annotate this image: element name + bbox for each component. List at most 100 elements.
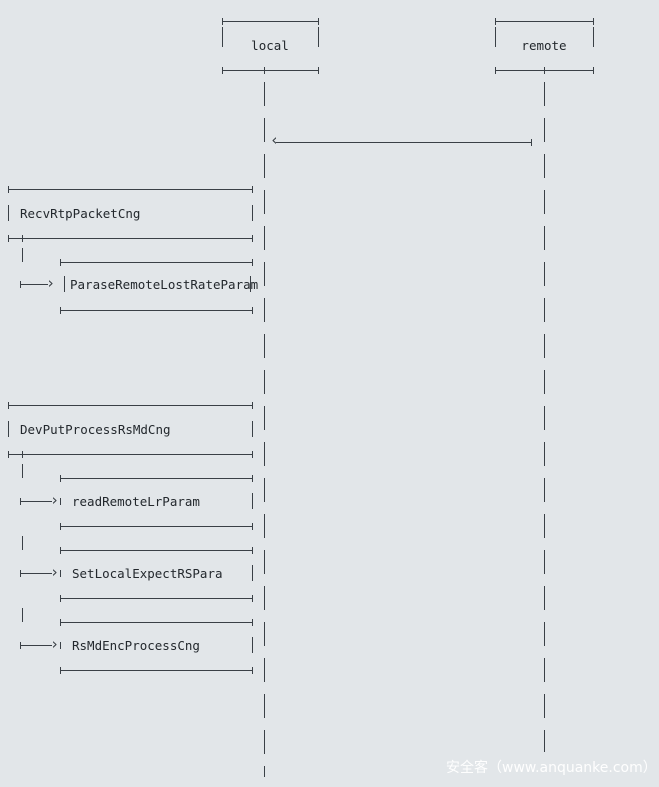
lifeline-local [264, 82, 265, 106]
activation-top-a1 [8, 189, 252, 190]
lifeline-local [264, 622, 265, 646]
activation-top-a4 [60, 478, 252, 479]
lifeline-remote [544, 226, 545, 250]
lifeline-local [264, 514, 265, 538]
call-arrow-line-a2 [20, 284, 48, 285]
lifeline-local [264, 190, 265, 214]
lifeline-remote [544, 154, 545, 178]
lifeline-local [264, 586, 265, 610]
call-arrowhead-a5: › [50, 563, 60, 581]
activation-rail-stub-a4 [22, 464, 23, 478]
activation-rail-stub-a2 [22, 248, 23, 262]
activation-top-a2 [60, 262, 252, 263]
activation-corner-a2 [252, 307, 253, 314]
activation-corner-a4 [252, 523, 253, 530]
activation-bottom-a6 [60, 670, 252, 671]
participant-corner-remote [495, 18, 496, 25]
activation-bottom-a4 [60, 526, 252, 527]
participant-box-left-remote [495, 27, 496, 47]
activation-label-a6: RsMdEncProcessCng [72, 638, 200, 653]
activation-corner-a5 [60, 595, 61, 602]
activation-bottom-tick-a3 [22, 451, 23, 458]
activation-corner-a5 [252, 547, 253, 554]
activation-corner-a1 [8, 235, 9, 242]
participant-box-right-remote [593, 27, 594, 47]
activation-corner-a6 [60, 667, 61, 674]
participant-lifeline-tick-local [264, 67, 265, 74]
activation-top-a3 [8, 405, 252, 406]
call-arrow-tail-a5 [20, 570, 21, 577]
lifeline-remote [544, 370, 545, 394]
activation-wall-right-a3 [252, 421, 253, 437]
activation-corner-a1 [8, 186, 9, 193]
lifeline-remote [544, 298, 545, 322]
activation-corner-a2 [60, 259, 61, 266]
lifeline-remote [544, 514, 545, 538]
participant-corner-remote [495, 67, 496, 74]
activation-corner-a4 [252, 475, 253, 482]
lifeline-local [264, 298, 265, 322]
call-arrowhead-a4: › [50, 491, 60, 509]
message-line-m1 [276, 142, 531, 143]
lifeline-remote [544, 586, 545, 610]
activation-bottom-a1 [8, 238, 252, 239]
message-tail-m1 [531, 139, 532, 146]
lifeline-remote [544, 550, 545, 574]
activation-entry-tick-a4 [60, 498, 61, 505]
activation-bottom-a3 [8, 454, 252, 455]
lifeline-remote [544, 334, 545, 358]
lifeline-local [264, 730, 265, 754]
call-arrow-tail-a4 [20, 498, 21, 505]
lifeline-local [264, 478, 265, 502]
lifeline-local [264, 550, 265, 574]
lifeline-remote [544, 406, 545, 430]
lifeline-remote [544, 442, 545, 466]
watermark-text: 安全客（www.anquanke.com） [446, 760, 657, 776]
activation-bottom-tick-a1 [22, 235, 23, 242]
participant-corner-remote [593, 67, 594, 74]
activation-corner-a2 [60, 307, 61, 314]
participant-corner-local [222, 67, 223, 74]
call-arrow-tail-a6 [20, 642, 21, 649]
activation-corner-a1 [252, 235, 253, 242]
call-arrow-line-a4 [20, 501, 52, 502]
lifeline-remote [544, 622, 545, 646]
lifeline-local [264, 262, 265, 286]
activation-label-a3: DevPutProcessRsMdCng [20, 422, 171, 437]
activation-wall-left-a1 [8, 205, 9, 221]
lifeline-remote [544, 658, 545, 682]
lifeline-remote [544, 82, 545, 106]
activation-wall-left-a2 [64, 276, 65, 292]
lifeline-remote [544, 262, 545, 286]
lifeline-remote [544, 478, 545, 502]
activation-corner-a3 [8, 402, 9, 409]
activation-rail-stub-a6 [22, 608, 23, 622]
lifeline-local [264, 118, 265, 142]
call-arrow-tail-a2 [20, 281, 21, 288]
activation-wall-right-a6 [252, 637, 253, 653]
lifeline-local [264, 406, 265, 430]
activation-wall-right-a5 [252, 565, 253, 581]
activation-top-a5 [60, 550, 252, 551]
activation-wall-left-a3 [8, 421, 9, 437]
activation-label-a1: RecvRtpPacketCng [20, 206, 141, 221]
lifeline-remote [544, 190, 545, 214]
activation-corner-a4 [60, 523, 61, 530]
activation-rail-stub-a5 [22, 536, 23, 550]
participant-lifeline-tick-remote [544, 67, 545, 74]
activation-corner-a3 [252, 451, 253, 458]
activation-entry-tick-a6 [60, 642, 61, 649]
participant-box-bottom-local [222, 70, 318, 71]
lifeline-local [264, 766, 265, 777]
participant-corner-local [318, 67, 319, 74]
participant-box-top-local [222, 21, 318, 22]
lifeline-local [264, 226, 265, 250]
activation-corner-a6 [60, 619, 61, 626]
lifeline-local [264, 694, 265, 718]
activation-label-a2: ParaseRemoteLostRateParam [70, 277, 259, 292]
activation-corner-a1 [252, 186, 253, 193]
activation-corner-a4 [60, 475, 61, 482]
activation-label-a4: readRemoteLrParam [72, 494, 200, 509]
lifeline-local [264, 442, 265, 466]
